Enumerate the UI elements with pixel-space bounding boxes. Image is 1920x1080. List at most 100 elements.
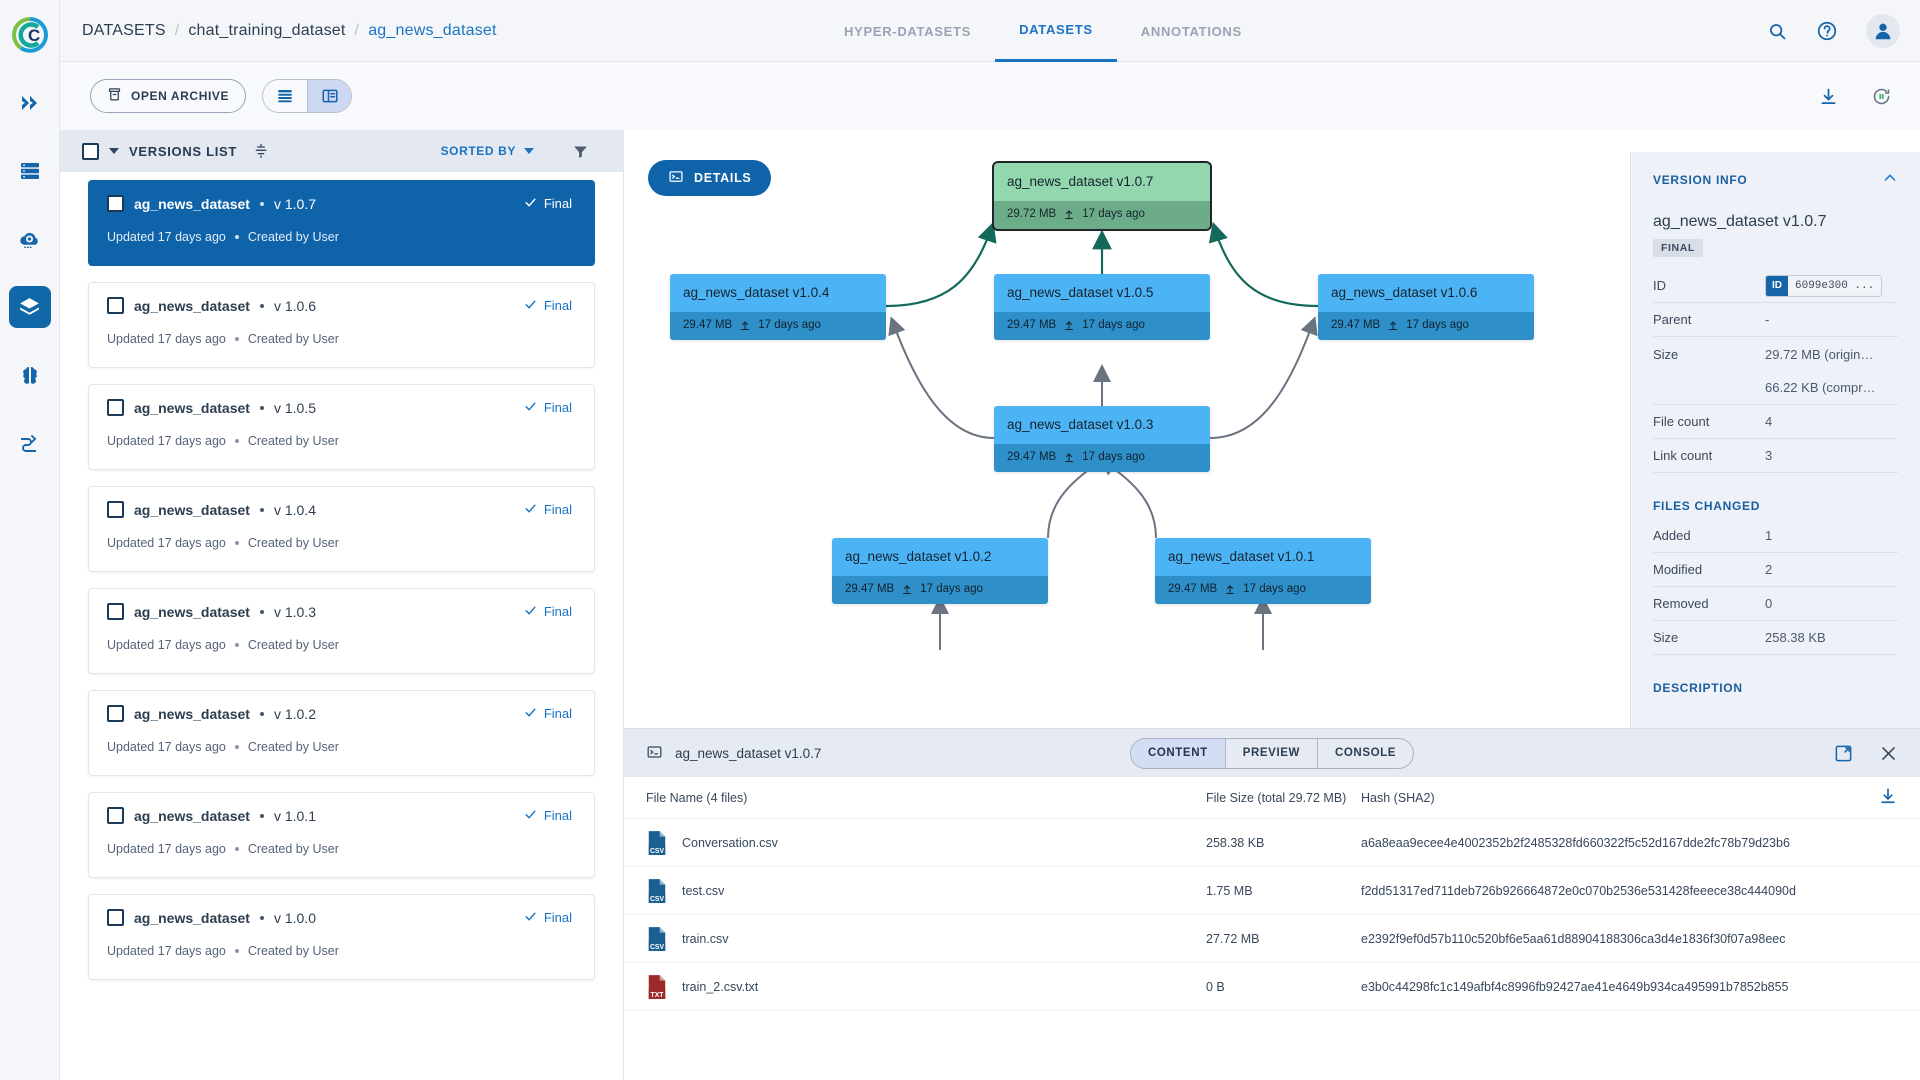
filter-icon[interactable] xyxy=(572,143,589,160)
graph-node-time: 17 days ago xyxy=(1082,319,1145,331)
file-hash: a6a8eaa9ecee4e4002352b2f2485328fd660322f… xyxy=(1361,835,1790,850)
help-circle-icon[interactable] xyxy=(1816,20,1838,42)
separator-dot xyxy=(234,949,239,953)
file-name: test.csv xyxy=(682,883,725,898)
reports-icon[interactable] xyxy=(9,422,51,464)
file-hash: e3b0c44298fc1c149afbf4c8996fb92427ae41e4… xyxy=(1361,979,1789,994)
version-checkbox[interactable] xyxy=(107,705,124,722)
id-chip[interactable]: ID 6099e300 ... xyxy=(1765,274,1883,297)
workers-icon[interactable] xyxy=(9,150,51,192)
breadcrumb-separator: / xyxy=(174,21,180,39)
split-view-icon[interactable] xyxy=(307,80,352,112)
datasets-icon[interactable] xyxy=(8,286,51,328)
status-label: Final xyxy=(543,808,572,823)
info-row-id: ID ID 6099e300 ... xyxy=(1653,269,1898,303)
tab-hyper-datasets[interactable]: HYPER-DATASETS xyxy=(844,23,972,39)
version-checkbox[interactable] xyxy=(107,807,124,824)
version-checkbox[interactable] xyxy=(107,399,124,416)
check-icon xyxy=(524,298,537,314)
versions-list-title: VERSIONS LIST xyxy=(129,143,238,159)
table-view-icon[interactable] xyxy=(263,80,307,112)
download-icon[interactable] xyxy=(1818,86,1839,107)
file-name: Conversation.csv xyxy=(682,835,778,850)
column-hash: Hash (SHA2) xyxy=(1361,790,1435,805)
graph-node-title: ag_news_dataset v1.0.2 xyxy=(832,538,1048,576)
models-icon[interactable] xyxy=(9,354,51,396)
select-all-checkbox[interactable] xyxy=(82,142,99,160)
file-details-panel: ag_news_dataset v1.0.7 CONTENT PREVIEW C… xyxy=(624,728,1920,1080)
version-checkbox[interactable] xyxy=(107,195,124,212)
version-checkbox[interactable] xyxy=(107,297,124,314)
version-updated: Updated 17 days ago xyxy=(107,536,226,550)
separator-dot xyxy=(259,813,264,818)
file-hash: f2dd51317ed711deb726b926664872e0c070b253… xyxy=(1361,883,1796,898)
tab-content[interactable]: CONTENT xyxy=(1130,738,1225,768)
tab-datasets[interactable]: DATASETS xyxy=(995,0,1117,62)
sorted-by-dropdown[interactable]: SORTED BY xyxy=(441,144,534,158)
tab-preview[interactable]: PREVIEW xyxy=(1224,738,1317,768)
chevron-down-icon[interactable] xyxy=(109,148,119,154)
pipelines-icon[interactable] xyxy=(9,82,51,124)
graph-node-time: 17 days ago xyxy=(1082,451,1145,463)
version-info-header: VERSION INFO xyxy=(1653,170,1898,189)
file-size: 27.72 MB xyxy=(1206,931,1260,946)
version-author: Created by User xyxy=(247,230,339,244)
breadcrumb-current[interactable]: ag_news_dataset xyxy=(368,21,497,39)
info-key: Size xyxy=(1653,346,1679,362)
tab-annotations[interactable]: ANNOTATIONS xyxy=(1140,23,1242,39)
orchestration-icon[interactable] xyxy=(9,218,51,260)
app-logo-icon[interactable]: C xyxy=(7,12,53,58)
close-icon[interactable] xyxy=(1879,744,1898,763)
info-value: 3 xyxy=(1765,448,1773,463)
check-icon xyxy=(524,808,537,824)
details-button[interactable]: DETAILS xyxy=(648,160,772,196)
tab-console[interactable]: CONSOLE xyxy=(1316,738,1413,768)
chevron-up-icon[interactable] xyxy=(1882,170,1898,189)
version-checkbox[interactable] xyxy=(107,909,124,926)
info-value: 66.22 KB (compr… xyxy=(1765,380,1876,395)
status-label: Final xyxy=(543,910,572,925)
version-number: v 1.0.6 xyxy=(273,297,316,314)
breadcrumb-root[interactable]: DATASETS xyxy=(82,21,166,39)
info-value: 29.72 MB (origin… xyxy=(1765,346,1874,362)
expand-panel-icon[interactable] xyxy=(1834,744,1853,763)
terminal-icon xyxy=(646,744,663,763)
description-title: DESCRIPTION xyxy=(1653,681,1743,695)
auto-refresh-icon[interactable] xyxy=(1871,86,1892,107)
search-icon[interactable] xyxy=(1767,21,1788,42)
status-badge: Final xyxy=(524,604,572,620)
download-icon[interactable] xyxy=(1878,786,1898,809)
files-changed-title: FILES CHANGED xyxy=(1653,499,1761,513)
open-archive-button[interactable]: OPEN ARCHIVE xyxy=(90,79,247,113)
top-bar: DATASETS / chat_training_dataset / ag_ne… xyxy=(60,0,1920,62)
breadcrumb-parent[interactable]: chat_training_dataset xyxy=(188,21,346,39)
upload-arrow-icon xyxy=(1224,583,1236,595)
version-checkbox[interactable] xyxy=(107,603,124,620)
version-checkbox[interactable] xyxy=(107,501,124,518)
sort-settings-icon[interactable] xyxy=(253,143,269,159)
info-value: 4 xyxy=(1765,414,1773,429)
avatar[interactable] xyxy=(1866,14,1900,48)
version-name: ag_news_dataset xyxy=(134,603,250,620)
